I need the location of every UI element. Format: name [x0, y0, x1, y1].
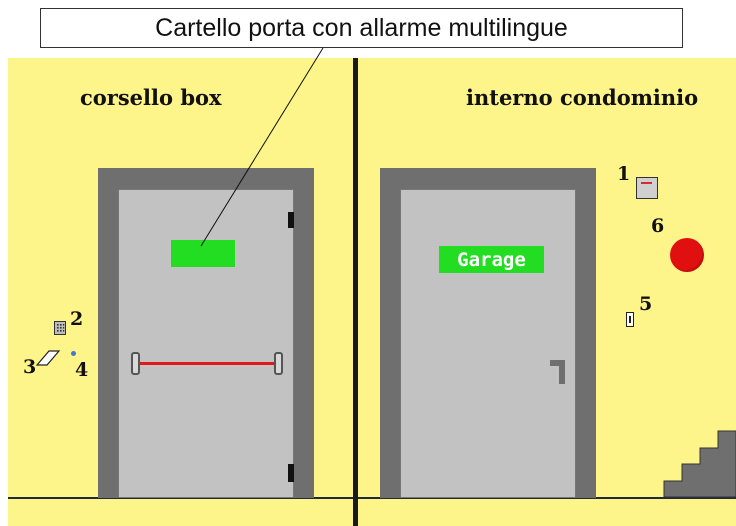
- marker-4: 4: [75, 359, 89, 381]
- door-handle-plate: [559, 360, 565, 384]
- marker-1: 1: [617, 163, 631, 185]
- panel-title-right: interno condominio: [466, 85, 699, 110]
- switch-icon: [626, 312, 634, 327]
- marker-5: 5: [639, 293, 653, 315]
- panic-bar-bracket-right: [274, 352, 283, 375]
- door-frame-left: [98, 168, 314, 498]
- sensor-dot-icon: [71, 351, 76, 356]
- floor-line-right: [358, 497, 736, 499]
- garage-sign: Garage: [439, 246, 544, 273]
- panel-divider: [353, 58, 358, 526]
- marker-6: 6: [651, 215, 665, 237]
- alarm-button-icon: [670, 238, 704, 272]
- door-leaf-right: Garage: [400, 189, 576, 498]
- floor-line-left: [8, 497, 353, 499]
- staircase: [663, 430, 736, 498]
- control-panel-icon: [636, 177, 658, 199]
- keypad-icon: [54, 321, 66, 335]
- panic-bar-rod: [140, 362, 274, 365]
- panic-bar: [131, 352, 283, 376]
- card-reader-icon: [35, 350, 61, 366]
- multilingual-alarm-sign: [171, 240, 235, 267]
- door-frame-right: Garage: [380, 168, 596, 498]
- hinge-top: [288, 212, 294, 228]
- door-handle[interactable]: [550, 360, 565, 366]
- callout-text: Cartello porta con allarme multilingue: [155, 13, 568, 42]
- hinge-bottom: [288, 464, 294, 482]
- panic-bar-bracket-left: [131, 352, 140, 375]
- marker-3: 3: [23, 356, 37, 378]
- callout-label: Cartello porta con allarme multilingue: [40, 8, 683, 48]
- door-leaf-left: [118, 189, 294, 498]
- panel-title-left: corsello box: [80, 85, 222, 110]
- marker-2: 2: [70, 308, 84, 330]
